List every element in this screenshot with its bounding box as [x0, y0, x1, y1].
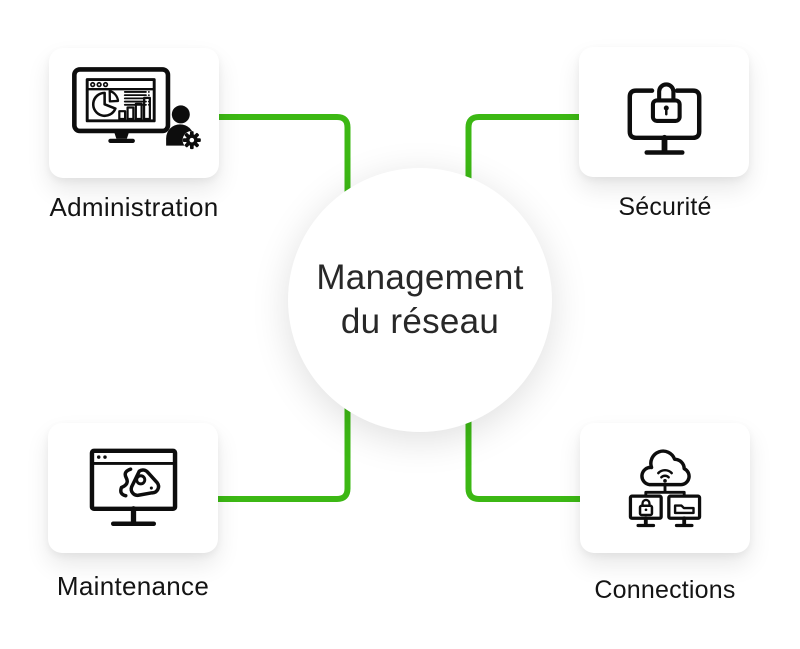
connector-administration — [219, 114, 351, 305]
label-administration: Administration — [49, 192, 219, 222]
node-card-securite — [579, 47, 749, 177]
center-node: Management du réseau — [288, 168, 552, 432]
center-title-line2: du réseau — [340, 302, 500, 341]
cloud-connections-icon — [628, 448, 702, 527]
label-connections: Connections — [594, 576, 736, 604]
maintenance-wrench-monitor-icon — [89, 448, 177, 526]
connector-connections — [465, 295, 580, 502]
connector-maintenance — [218, 295, 351, 502]
node-card-administration — [49, 48, 219, 178]
label-maintenance: Maintenance — [56, 571, 210, 601]
admin-dashboard-monitor-icon — [72, 66, 201, 149]
center-title-line1: Management — [316, 258, 524, 297]
label-securite: Sécurité — [618, 193, 712, 221]
security-lock-monitor-icon — [627, 82, 701, 155]
node-card-maintenance — [48, 423, 218, 553]
node-card-connections — [580, 423, 750, 553]
connector-securite — [465, 114, 579, 305]
